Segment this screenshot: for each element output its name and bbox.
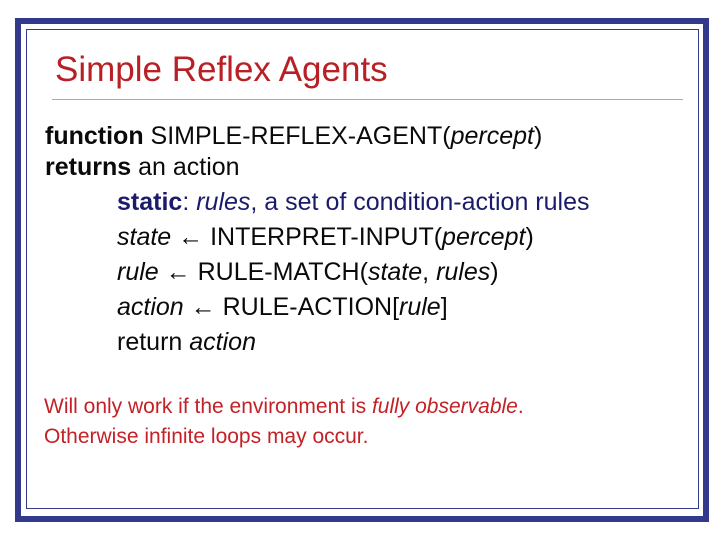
pseudocode-line-segment: ) — [525, 223, 534, 251]
pseudocode-line-segment: , a set of condition-action rules — [250, 188, 590, 216]
pseudocode-line-segment: ← INTERPRET-INPUT( — [171, 223, 443, 251]
pseudocode-line-segment: ← RULE-MATCH( — [158, 258, 368, 286]
pseudocode-line: function SIMPLE-REFLEX-AGENT(percept) — [45, 124, 542, 149]
note-line-segment: Will only work if the environment is — [44, 395, 372, 418]
slide-border-inner — [26, 29, 699, 509]
pseudocode-line: action ← RULE-ACTION[rule] — [117, 295, 448, 320]
pseudocode-line: returns an action — [45, 155, 240, 180]
pseudocode-line-segment: rules — [196, 188, 251, 216]
pseudocode-line-segment: : — [182, 188, 197, 216]
pseudocode-line-segment: ] — [440, 293, 448, 321]
pseudocode-line: static: rules, a set of condition-action… — [117, 190, 589, 215]
pseudocode-line-segment: action — [117, 293, 184, 321]
slide-title: Simple Reflex Agents — [55, 50, 388, 89]
pseudocode-line-segment: , — [422, 258, 437, 286]
pseudocode-line-segment: ← RULE-ACTION[ — [183, 293, 400, 321]
pseudocode-line-segment: action — [189, 328, 256, 356]
title-underline-rule — [52, 99, 683, 100]
pseudocode-line-segment: function — [45, 122, 151, 150]
note-line-segment: . — [517, 395, 524, 418]
pseudocode-line-segment: SIMPLE-REFLEX-AGENT( — [150, 122, 451, 150]
pseudocode-line: return action — [117, 330, 256, 355]
pseudocode-line-segment: return — [117, 328, 190, 356]
note-line: Otherwise infinite loops may occur. — [44, 426, 368, 447]
pseudocode-line-segment: ) — [533, 122, 543, 150]
pseudocode-line-segment: returns — [45, 153, 139, 181]
pseudocode-line-segment: rule — [117, 258, 159, 286]
pseudocode-line-segment: percept — [450, 122, 534, 150]
pseudocode-line-segment: static — [117, 188, 183, 216]
pseudocode-line-segment: state — [117, 223, 172, 251]
pseudocode-line: state ← INTERPRET-INPUT(percept) — [117, 225, 534, 250]
pseudocode-line-segment: ) — [490, 258, 499, 286]
slide-border-outer — [15, 18, 709, 522]
pseudocode-line-segment: percept — [442, 223, 526, 251]
pseudocode-line: rule ← RULE-MATCH(state, rules) — [117, 260, 499, 285]
pseudocode-line-segment: state — [367, 258, 423, 286]
pseudocode-line-segment: rules — [436, 258, 491, 286]
note-line-segment: Otherwise infinite loops may occur. — [44, 425, 369, 448]
pseudocode-line-segment: rule — [399, 293, 441, 321]
note-line: Will only work if the environment is ful… — [44, 396, 524, 417]
note-line-segment: fully observable — [371, 395, 518, 418]
pseudocode-line-segment: an action — [138, 153, 240, 181]
